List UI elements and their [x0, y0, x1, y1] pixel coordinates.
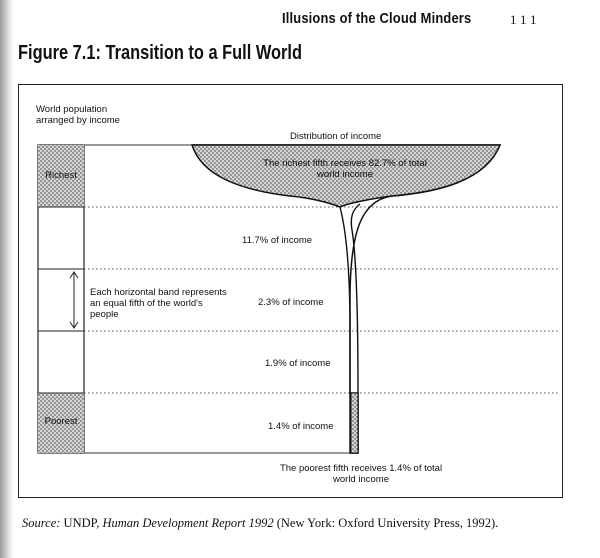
figure-frame: [18, 84, 563, 498]
band-bracket-arrow-top: [69, 271, 79, 279]
running-head: Illusions of the Cloud Minders: [282, 10, 472, 27]
band-bracket-arrow-bottom: [69, 321, 79, 329]
source-title: Human Development Report 1992: [102, 516, 274, 530]
source-label: Source:: [22, 516, 61, 530]
page-edge-shadow: [0, 0, 14, 558]
distribution-heading: Distribution of income: [290, 131, 382, 142]
poorest-fifth-fill: [350, 392, 359, 454]
richest-fifth-fill: [190, 144, 502, 208]
richest-band-fill: [38, 145, 84, 207]
richest-band-label: Richest: [45, 170, 77, 181]
poorest-band-label: Poorest: [44, 416, 78, 427]
band-note: Each horizontal band represents an equal…: [90, 287, 227, 320]
page-number: 111: [510, 12, 541, 27]
band-4-share-label: 1.9% of income: [265, 358, 331, 369]
population-heading: World population arranged by income: [36, 104, 120, 126]
source-suffix: (New York: Oxford University Press, 1992…: [276, 516, 499, 530]
band-5-share-label: 1.4% of income: [268, 421, 334, 432]
band-2-share-label: 11.7% of income: [242, 235, 313, 246]
source-prefix: UNDP,: [63, 516, 100, 530]
richest-share-label: The richest fifth receives 82.7% of tota…: [263, 158, 427, 180]
poorest-caption: The poorest fifth receives 1.4% of total…: [279, 463, 443, 485]
band-3-share-label: 2.3% of income: [258, 297, 324, 308]
figure-title: Figure 7.1: Transition to a Full World: [18, 42, 302, 64]
source-citation: Source: UNDP, Human Development Report 1…: [22, 516, 498, 531]
champagne-glass-stem: [339, 203, 361, 454]
poorest-band-fill: [38, 393, 84, 453]
